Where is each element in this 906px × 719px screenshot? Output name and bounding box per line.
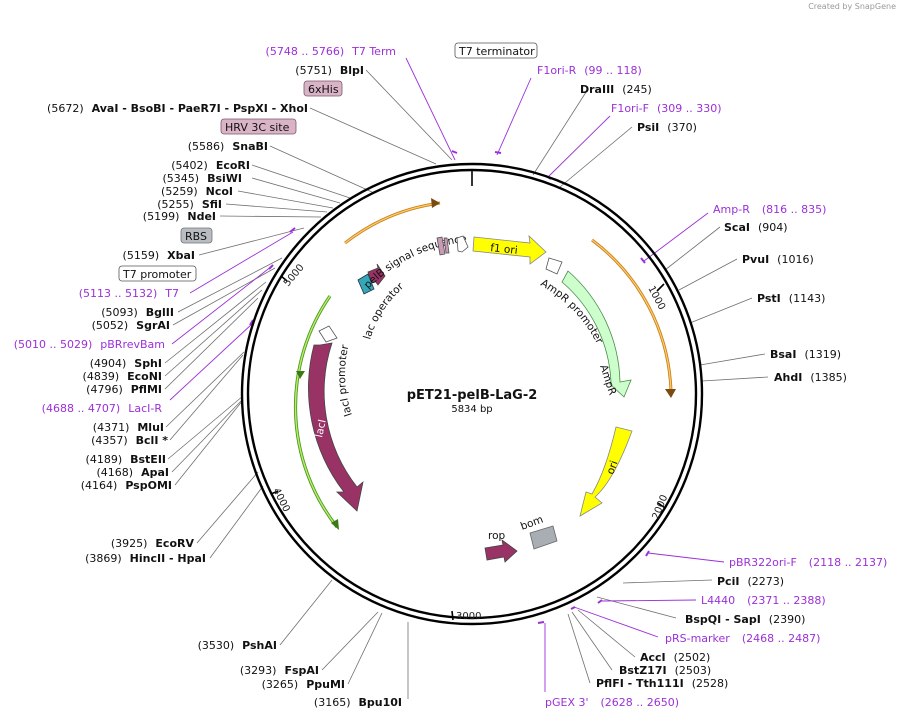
laci-feature[interactable] xyxy=(308,342,364,512)
site-sfii: (5255)SfiI xyxy=(157,198,222,211)
lac-operator-feature[interactable] xyxy=(357,273,375,295)
site-bsai: BsaI(1319) xyxy=(770,348,841,361)
site-bsteii: (4189)BstEII xyxy=(86,453,166,466)
site-econi: (4839)EcoNI xyxy=(83,370,162,383)
site-xhoi-group: (5672)AvaI - BsoBI - PaeR7I - PspXI - Xh… xyxy=(47,102,308,115)
t7-promoter-box-text: T7 promoter xyxy=(122,268,192,281)
ori-label: ori xyxy=(605,459,621,476)
site-pgex-3: pGEX 3'(2628 .. 2650) xyxy=(545,696,679,709)
hrv-3c-site-box: HRV 3C site xyxy=(220,118,297,135)
laci-promoter-label: lacI promoter xyxy=(336,343,355,418)
site-psii: PsiI(370) xyxy=(637,121,697,134)
rop-label: rop xyxy=(488,530,506,542)
site-xbai: (5159)XbaI xyxy=(123,249,195,262)
site-pspomi: (4164)PspOMI xyxy=(81,479,172,492)
tick-label-5000: 5000 xyxy=(282,262,307,289)
ori-feature[interactable] xyxy=(579,426,633,517)
site-fspai: (3293)FspAI xyxy=(240,664,319,677)
rbs-box: RBS xyxy=(180,227,213,244)
hrv-3c-site-feature[interactable] xyxy=(436,236,446,256)
site-sgrai: (5052)SgrAI xyxy=(92,319,170,332)
backbone-outer-strand xyxy=(240,162,704,626)
leader-lines xyxy=(164,69,769,699)
bom-feature[interactable] xyxy=(529,525,558,550)
laci-promoter-feature[interactable] xyxy=(318,325,338,343)
site-ecori: (5402)EcoRI xyxy=(171,159,250,172)
6xhis-feature[interactable] xyxy=(443,237,450,254)
plasmid-name: pET21-pelB-LaG-2 xyxy=(407,388,538,403)
site-pbrrevbam: (5010 .. 5029)pBRrevBam xyxy=(14,338,165,351)
site-ecorv: (3925)EcoRV xyxy=(111,537,195,550)
site-bsiwi: (5345)BsiWI xyxy=(162,172,242,185)
scale-ticks xyxy=(270,170,666,621)
site-pbr322ori-f: pBR322ori-F(2118 .. 2137) xyxy=(729,556,887,569)
site-f1ori-f: F1ori-F(309 .. 330) xyxy=(611,102,722,115)
site-bstz17i: BstZ17I(2503) xyxy=(619,664,711,677)
ampr-feature[interactable] xyxy=(561,270,632,398)
rbs-box-text: RBS xyxy=(185,230,207,243)
site-pflfi-tth111i: PflFI - Tth111I(2528) xyxy=(596,677,728,690)
6xhis-box: 6xHis xyxy=(303,80,343,97)
site-scai: ScaI(904) xyxy=(724,221,788,234)
orange-arrowhead-top xyxy=(431,198,440,208)
site-f1ori-r: F1ori-R(99 .. 118) xyxy=(537,64,642,77)
t7-terminator-box: T7 terminator xyxy=(454,42,538,59)
site-bcli: (4357)BclI * xyxy=(91,434,168,447)
site-laci-r: (4688 .. 4707)LacI-R xyxy=(42,402,163,415)
site-psti: PstI(1143) xyxy=(757,292,825,305)
site-ppumi: (3265)PpuMI xyxy=(262,678,345,691)
site-bpu10i: (3165)Bpu10I xyxy=(314,696,402,709)
site-apai: (4168)ApaI xyxy=(97,466,169,479)
site-t7-primer: (5113 .. 5132)T7 xyxy=(79,287,179,300)
site-ncoi: (5259)NcoI xyxy=(161,185,233,198)
hrv-3c-site-box-text: HRV 3C site xyxy=(225,121,290,134)
t7-terminator-box-text: T7 terminator xyxy=(458,45,535,58)
site-snabi: (5586)SnaBI xyxy=(188,140,268,153)
site-prs-marker: pRS-marker(2468 .. 2487) xyxy=(665,632,820,645)
pelb-signal-sequence-label: pelB signal sequence xyxy=(362,233,468,291)
plasmid-length: 5834 bp xyxy=(451,404,492,415)
pelb-signal-sequence-feature[interactable] xyxy=(367,263,386,286)
tick-label-3000: 3000 xyxy=(456,611,481,622)
orange-strand-arc-top xyxy=(344,201,441,245)
site-pvui: PvuI(1016) xyxy=(742,253,814,266)
site-pcii: PciI(2273) xyxy=(717,575,784,588)
site-blpi: (5751)BlpI xyxy=(295,64,364,77)
6xhis-box-text: 6xHis xyxy=(308,83,339,96)
site-sphi: (4904)SphI xyxy=(90,357,162,370)
site-mlui: (4371)MluI xyxy=(93,421,164,434)
site-pshai: (3530)PshAI xyxy=(198,639,277,652)
f1-ori-label: f1 ori xyxy=(490,242,518,257)
rop-feature[interactable] xyxy=(484,539,518,563)
site-ahdi: AhdI(1385) xyxy=(774,371,847,384)
site-amp-r: Amp-R(816 .. 835) xyxy=(713,203,826,216)
site-ndei: (5199)NdeI xyxy=(143,210,216,223)
laci-label: lacI xyxy=(313,418,329,438)
site-l4440: L4440(2371 .. 2388) xyxy=(701,594,826,607)
orange-arrowhead-right xyxy=(665,389,676,398)
site-t7-term: (5748 .. 5766)T7 Term xyxy=(266,45,396,58)
site-acci: AccI(2502) xyxy=(640,651,710,664)
site-hincii-hpai: (3869)HincII - HpaI xyxy=(85,552,206,565)
t7-terminator-feature[interactable] xyxy=(456,235,469,253)
ampr-promoter-feature[interactable] xyxy=(545,257,563,275)
site-bglii: (5093)BglII xyxy=(101,306,174,319)
primer-leader-lines xyxy=(169,57,725,692)
f1-ori-feature[interactable] xyxy=(472,234,547,265)
site-draiii: DraIII(245) xyxy=(580,83,652,96)
site-bspqi-sapi: BspQI - SapI(2390) xyxy=(685,613,805,626)
snapgene-brand: Created by SnapGene xyxy=(808,2,896,11)
t7-promoter-box: T7 promoter xyxy=(118,265,197,282)
site-pflmi: (4796)PflMI xyxy=(86,383,162,396)
